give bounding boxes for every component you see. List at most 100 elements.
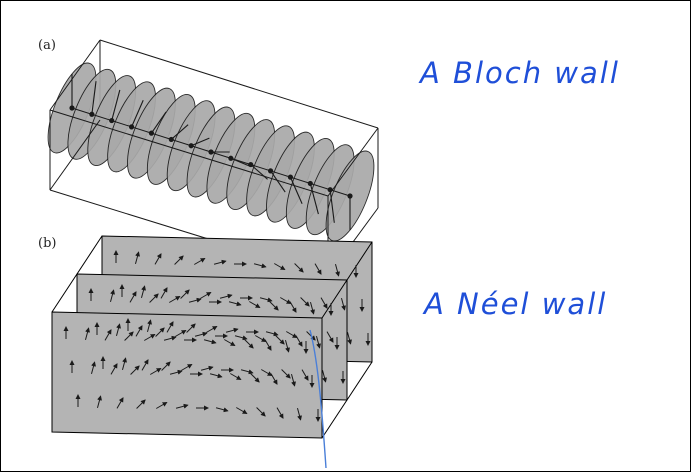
neel-spin-arrow xyxy=(115,323,121,336)
bloch-spin-dot xyxy=(228,155,234,161)
bloch-spin-dot xyxy=(267,168,274,174)
neel-spin-arrow xyxy=(150,367,162,375)
neel-spin-arrow xyxy=(109,289,115,302)
bloch-spin-arrow xyxy=(111,89,121,121)
neel-spin-arrow xyxy=(206,325,218,333)
neel-spin-arrow xyxy=(116,397,124,409)
neel-spin-arrow xyxy=(334,264,340,277)
neel-spin-arrow xyxy=(320,297,328,309)
neel-spin-arrow xyxy=(203,339,217,345)
neel-spin-arrow xyxy=(253,263,267,269)
neel-spin-arrow xyxy=(161,361,171,371)
neel-spin-arrow xyxy=(300,297,310,307)
neel-wall-caption: A Néel wall xyxy=(424,287,608,321)
neel-spin-arrow xyxy=(249,301,261,309)
bloch-spin-arrow xyxy=(170,124,189,140)
neel-spin-arrow xyxy=(289,301,297,313)
neel-spin-arrow xyxy=(280,297,292,305)
neel-spin-arrow xyxy=(261,369,273,377)
neel-spin-arrow xyxy=(110,363,118,375)
bloch-spin-dot xyxy=(287,174,294,180)
neel-spin-arrow xyxy=(270,373,278,385)
bloch-spin-arrow xyxy=(131,100,144,128)
bloch-spin-dot xyxy=(347,193,353,199)
bloch-spin-arrow xyxy=(190,137,210,147)
neel-spin-arrow xyxy=(134,251,140,264)
neel-spin-arrow xyxy=(144,333,156,341)
neel-spin-arrow xyxy=(250,373,260,383)
bloch-spin-dot xyxy=(128,124,135,130)
neel-spin-arrow xyxy=(130,365,140,375)
neel-spin-arrow xyxy=(301,369,309,381)
neel-spin-arrow xyxy=(256,407,266,417)
neel-spin-arrow xyxy=(225,327,239,333)
neel-spin-arrow xyxy=(121,357,127,370)
neel-wall-plates xyxy=(51,235,373,439)
neel-spin-arrow xyxy=(230,373,242,381)
neel-spin-arrow xyxy=(340,298,346,311)
bloch-spin-arrow xyxy=(150,111,167,134)
neel-spin-arrow xyxy=(194,257,206,265)
neel-spin-arrow xyxy=(309,302,315,315)
bloch-spin-arrow xyxy=(91,81,97,115)
neel-spin-arrow xyxy=(219,293,233,299)
neel-spin-arrow xyxy=(281,369,291,379)
neel-spin-arrow xyxy=(315,336,321,349)
neel-spin-arrow xyxy=(124,331,134,341)
neel-spin-arrow xyxy=(180,289,190,299)
neel-spin-arrow xyxy=(274,263,286,271)
bloch-spin-arrow xyxy=(230,157,250,167)
neel-spin-arrow xyxy=(155,327,165,337)
neel-spin-arrow xyxy=(215,407,229,413)
neel-depth-edge xyxy=(321,361,373,439)
bloch-spin-dot xyxy=(188,143,194,149)
bloch-spin-dot xyxy=(148,130,155,136)
neel-spin-arrow xyxy=(314,263,322,275)
neel-spin-arrow xyxy=(136,399,146,409)
neel-spin-arrow xyxy=(265,331,279,337)
neel-spin-arrow xyxy=(290,374,296,387)
neel-spin-arrow xyxy=(169,369,183,375)
bloch-spin-dot xyxy=(248,161,254,168)
neel-spin-arrow xyxy=(244,339,254,349)
neel-depth-edge xyxy=(321,241,373,319)
neel-spin-arrow xyxy=(264,339,272,351)
neel-spin-arrow xyxy=(200,365,214,371)
bloch-axis-line xyxy=(69,74,353,230)
bloch-spin-arrow xyxy=(289,176,303,204)
neel-spin-arrow xyxy=(321,370,327,383)
neel-spin-arrow xyxy=(149,293,159,303)
neel-spin-arrow xyxy=(96,395,102,408)
bloch-wall-caption: A Bloch wall xyxy=(420,56,620,90)
neel-spin-arrow xyxy=(194,331,208,337)
neel-spin-arrow xyxy=(140,285,146,298)
neel-spin-arrow xyxy=(169,295,181,303)
neel-spin-arrow xyxy=(163,335,177,341)
bloch-spin-dot xyxy=(89,111,95,117)
neel-spin-arrow xyxy=(209,373,223,379)
neel-spin-arrow xyxy=(276,407,284,419)
neel-spin-arrow xyxy=(294,263,304,273)
neel-spin-arrow xyxy=(146,319,152,332)
neel-spin-arrow xyxy=(240,369,254,375)
neel-spin-arrow xyxy=(296,408,302,421)
neel-depth-edge xyxy=(51,235,103,313)
bloch-spin-dot xyxy=(109,117,115,124)
neel-spin-arrow xyxy=(326,331,334,343)
neel-spin-arrow xyxy=(269,301,279,311)
neel-spin-arrow xyxy=(90,361,96,374)
neel-spin-arrow xyxy=(228,301,242,307)
neel-spin-arrow xyxy=(104,329,112,341)
neel-spin-arrow xyxy=(186,323,196,333)
neel-spin-arrow xyxy=(188,297,202,303)
neel-spin-arrow xyxy=(200,291,212,299)
neel-spin-arrow xyxy=(181,363,193,371)
neel-spin-arrow xyxy=(154,253,162,265)
neel-plate xyxy=(51,311,323,439)
neel-spin-arrow xyxy=(346,332,352,345)
neel-spin-arrow xyxy=(166,321,174,333)
neel-spin-arrow xyxy=(259,297,273,303)
bloch-spin-arrow xyxy=(329,189,335,223)
